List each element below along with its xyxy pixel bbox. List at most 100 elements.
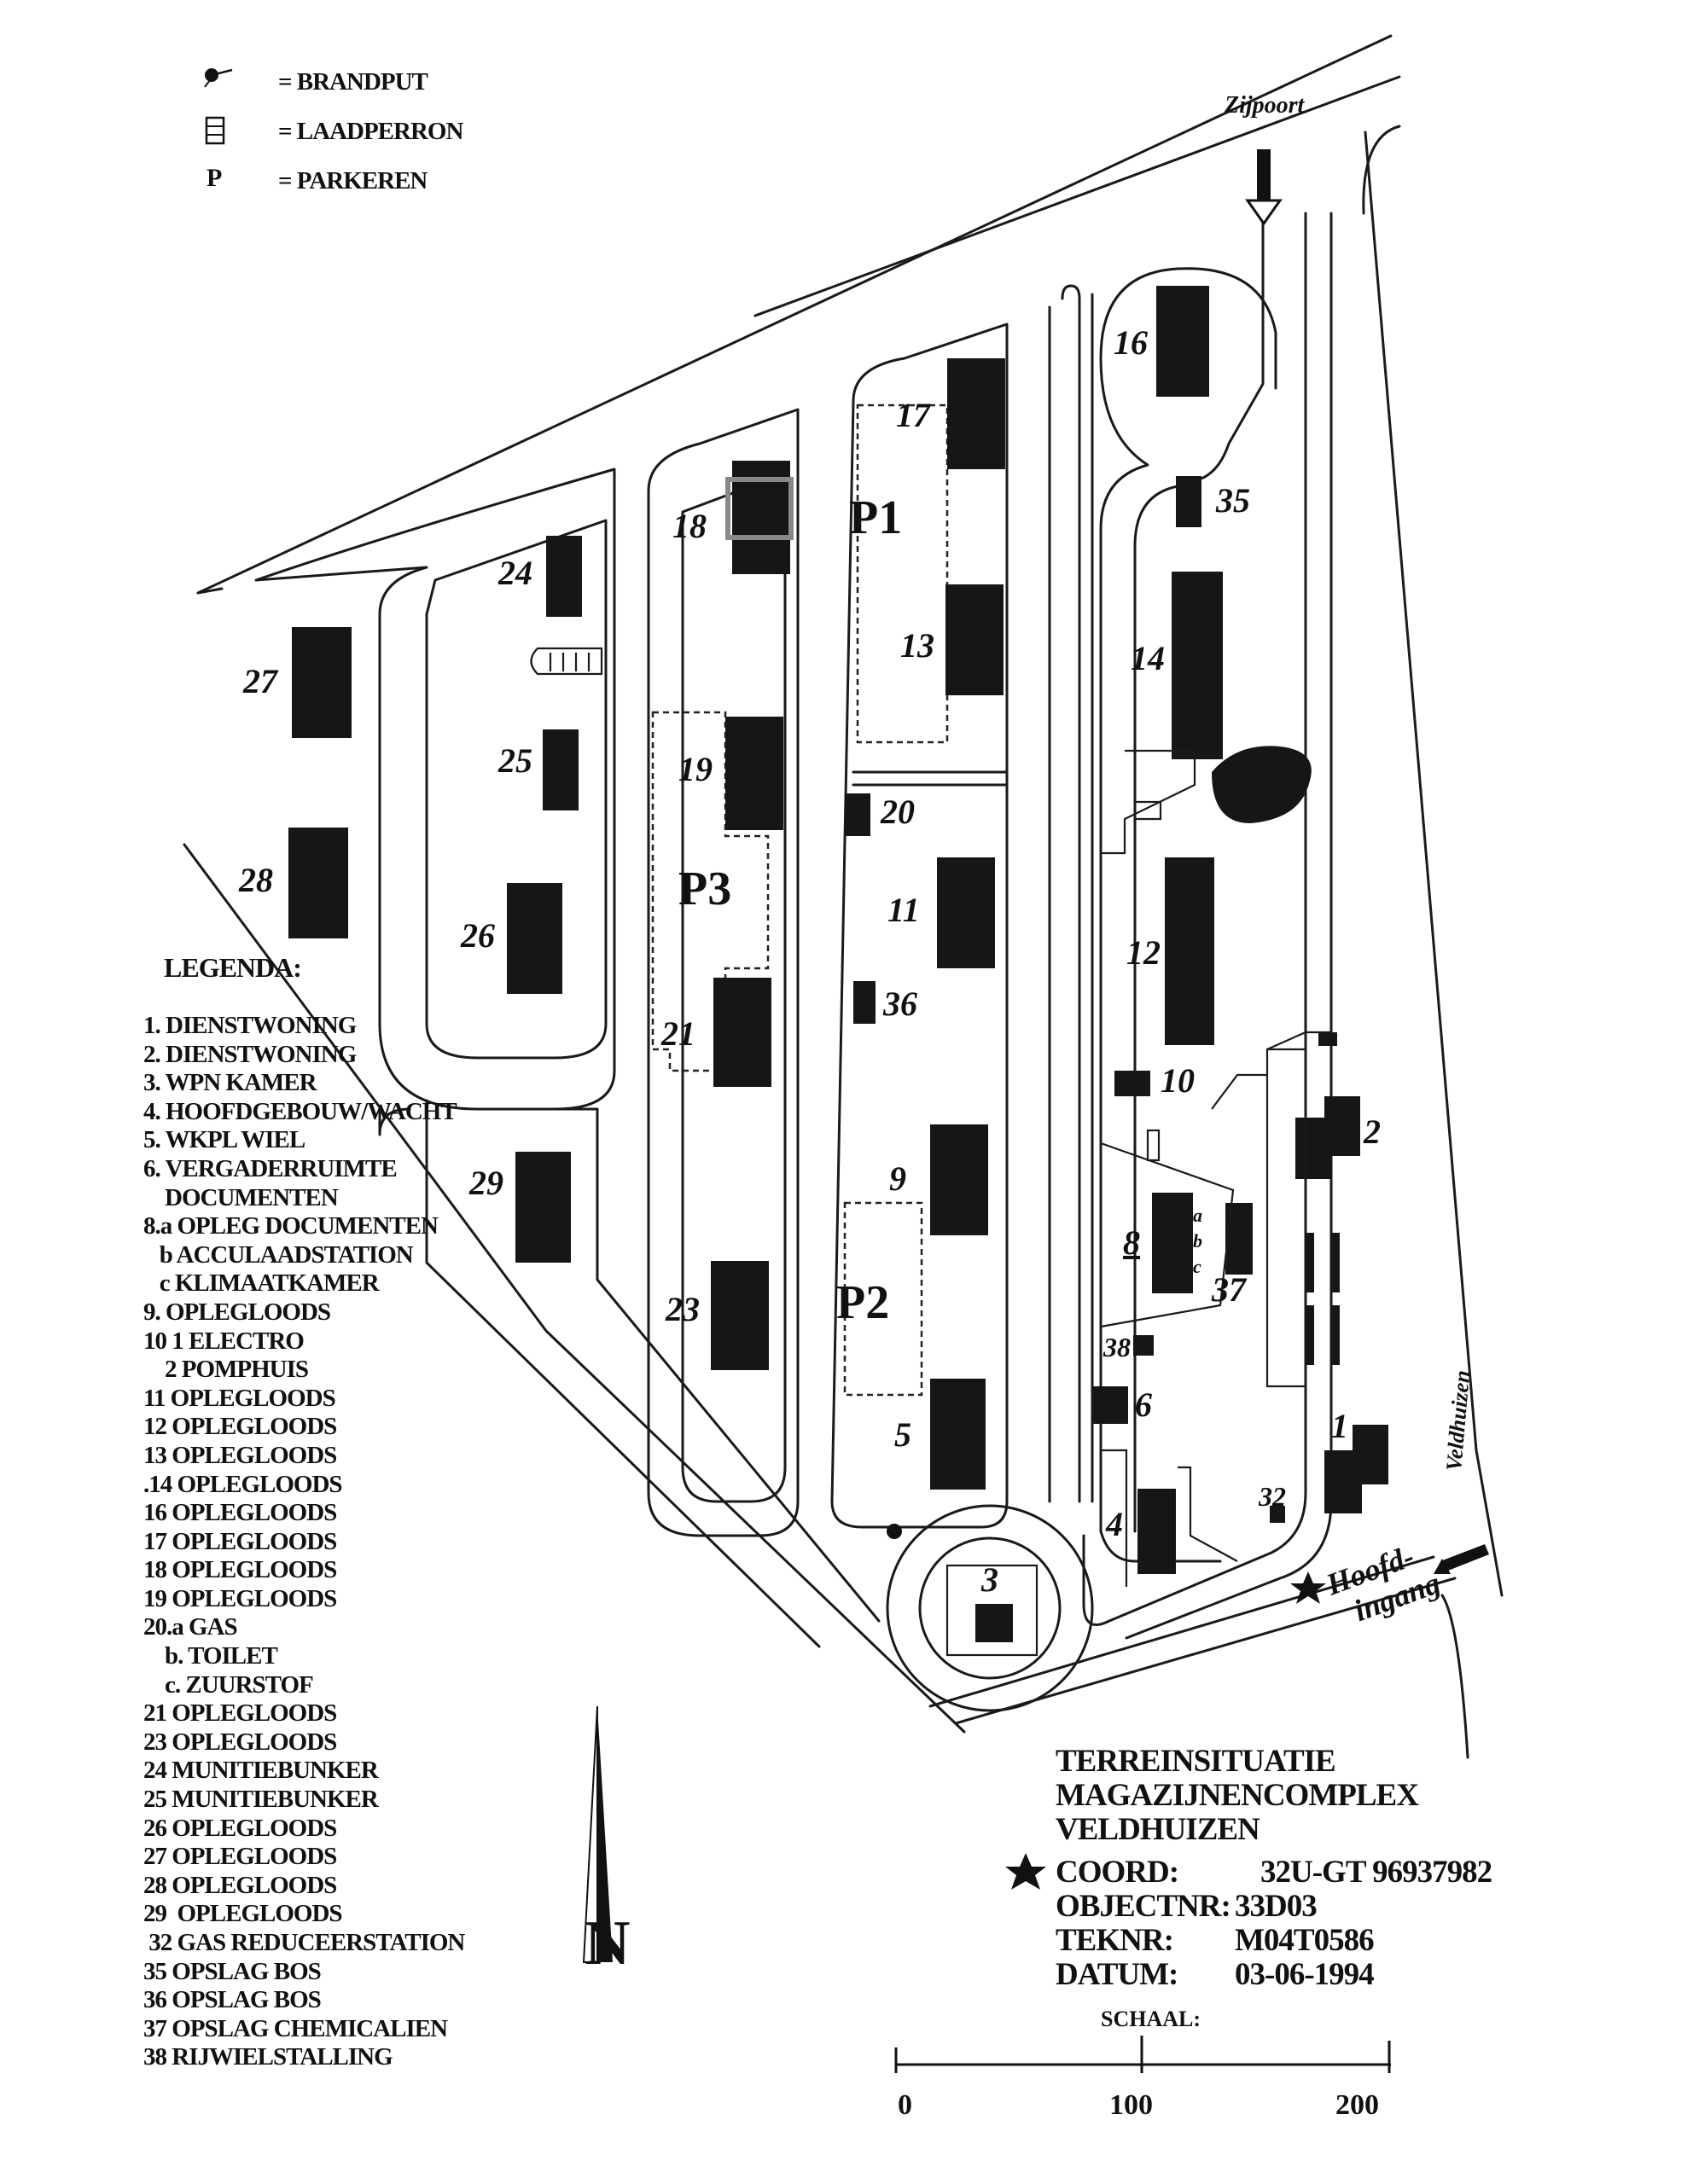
- building-24: [546, 536, 582, 617]
- legend-item: 11 OPLEGLOODS: [143, 1384, 336, 1412]
- label-29: 28: [238, 861, 273, 899]
- legend-item: b. TOILET: [143, 1642, 278, 1670]
- road-south-roundabout: [886, 1504, 1094, 1712]
- label-2: 2: [1363, 1112, 1381, 1151]
- legend-item: 18 OPLEGLOODS: [143, 1556, 337, 1584]
- road-central-loop: [647, 408, 800, 1537]
- road-southwest: [425, 1099, 881, 1648]
- building-25: [543, 729, 579, 810]
- building-37: [1225, 1203, 1253, 1275]
- building-labels: 27 28 24 25 26 29 18 19 21 23 17 13 11 9…: [238, 323, 1381, 1599]
- star-marker-icon: [1290, 1571, 1326, 1604]
- compound-8-outline: [1099, 749, 1331, 1587]
- legend-item: 17 OPLEGLOODS: [143, 1527, 337, 1555]
- label-5: 5: [894, 1415, 911, 1454]
- label-6: 6: [1135, 1385, 1152, 1424]
- building-small-east: [1318, 1032, 1337, 1046]
- building-36: [853, 981, 876, 1024]
- building-35: [1176, 476, 1201, 527]
- building-bar-2: [1306, 1305, 1314, 1365]
- object-value: 33D03: [1235, 1889, 1318, 1924]
- building-2b: [1324, 1096, 1360, 1156]
- label-12: 12: [1126, 933, 1161, 972]
- building-bar-1: [1306, 1233, 1314, 1292]
- building-11: [937, 857, 995, 968]
- label-25: 25: [497, 741, 532, 780]
- building-6: [1092, 1386, 1128, 1424]
- building-13: [945, 584, 1004, 695]
- legend-item: 2. DIENSTWONING: [143, 1040, 357, 1068]
- legend-item: b ACCULAADSTATION: [143, 1240, 414, 1269]
- parking-label-p3: P3: [678, 863, 731, 915]
- building-20: [845, 793, 870, 836]
- legend-item: 29 OPLEGLOODS: [143, 1900, 343, 1928]
- road-south-edge: [928, 1555, 1469, 1759]
- legend-item: 4. HOOFDGEBOUW/WACHT: [143, 1097, 457, 1125]
- legend-item: 27 OPLEGLOODS: [143, 1843, 337, 1871]
- legend-item: 32 GAS REDUCEERSTATION: [143, 1929, 465, 1956]
- legend-item: 3. WPN KAMER: [143, 1069, 317, 1097]
- legend-item: c KLIMAATKAMER: [143, 1269, 380, 1298]
- main-entrance-arrow-icon: [1434, 1544, 1489, 1574]
- legend-item: 5. WKPL WIEL: [143, 1126, 305, 1154]
- legend-item: 23 OPLEGLOODS: [143, 1728, 337, 1756]
- fire-hydrant-icon: [887, 1524, 902, 1539]
- building-5: [930, 1379, 986, 1490]
- legend-item: 36 OPSLAG BOS: [143, 1986, 322, 2014]
- scale-label: SCHAAL:: [1101, 2007, 1201, 2031]
- legend-item: 26 OPLEGLOODS: [143, 1814, 337, 1842]
- legend-item: 38 RIJWIELSTALLING: [143, 2043, 393, 2071]
- tek-value: M04T0586: [1235, 1923, 1375, 1958]
- label-28: 27: [242, 662, 279, 700]
- legend-title: LEGENDA:: [164, 952, 302, 983]
- label-35: 35: [1215, 481, 1250, 520]
- building-32: [1270, 1506, 1285, 1523]
- label-20: 20: [880, 793, 915, 831]
- building-9: [930, 1124, 988, 1235]
- buildings: [288, 286, 1388, 1642]
- perimeter-fence: [183, 34, 1504, 1734]
- key-text-laadperron: = LAADPERRON: [278, 118, 463, 145]
- scale-bar: SCHAAL: 0 100 200: [894, 2007, 1391, 2121]
- label-10: 10: [1161, 1061, 1195, 1100]
- building-3: [975, 1604, 1013, 1642]
- building-bar-3: [1331, 1233, 1340, 1292]
- label-24: 24: [497, 554, 532, 592]
- legend-item: 8.a OPLEG DOCUMENTEN: [143, 1212, 439, 1240]
- fire-hydrant-icon: [204, 68, 233, 88]
- building-4: [1137, 1489, 1176, 1574]
- object-label: OBJECTNR:: [1056, 1889, 1231, 1924]
- building-18-highlight: [725, 477, 794, 540]
- label-36: 36: [882, 985, 917, 1023]
- label-14: 14: [1131, 639, 1165, 677]
- label-3: 3: [980, 1560, 998, 1599]
- label-16: 16: [1114, 323, 1148, 362]
- building-17: [947, 358, 1005, 469]
- building-23: [711, 1261, 769, 1370]
- legend-item: 2 POMPHUIS: [143, 1356, 309, 1384]
- label-8a: a: [1193, 1205, 1202, 1226]
- label-37: 37: [1211, 1270, 1248, 1309]
- loading-platform-icon: [205, 116, 225, 145]
- title-line-3: VELDHUIZEN: [1056, 1812, 1260, 1847]
- coord-star-icon: [1005, 1853, 1046, 1890]
- key-text-brandput: = BRANDPUT: [278, 68, 428, 96]
- legend-item: DOCUMENTEN: [143, 1183, 339, 1211]
- date-value: 03-06-1994: [1235, 1957, 1375, 1992]
- parking-labels: P1 P2 P3: [678, 491, 902, 1329]
- title-line-1: TERREINSITUATIE: [1056, 1744, 1336, 1779]
- building-27: [515, 1152, 571, 1263]
- coord-label: COORD:: [1056, 1855, 1179, 1890]
- legend-item: 16 OPLEGLOODS: [143, 1499, 337, 1527]
- building-29: [288, 828, 348, 938]
- road-central-strip: [830, 284, 1094, 1529]
- title-block: TERREINSITUATIE MAGAZIJNENCOMPLEX VELDHU…: [1056, 1744, 1419, 1847]
- key-text-parkeren: = PARKEREN: [278, 167, 428, 195]
- gate-label-zijpoort: Zijpoort: [1224, 92, 1306, 119]
- legend-item: c. ZUURSTOF: [143, 1670, 314, 1699]
- legend-item: 21 OPLEGLOODS: [143, 1699, 337, 1728]
- building-bar-4: [1331, 1305, 1340, 1365]
- legend-item: 10 1 ELECTRO: [143, 1327, 305, 1355]
- legend-item: .14 OPLEGLOODS: [143, 1470, 343, 1498]
